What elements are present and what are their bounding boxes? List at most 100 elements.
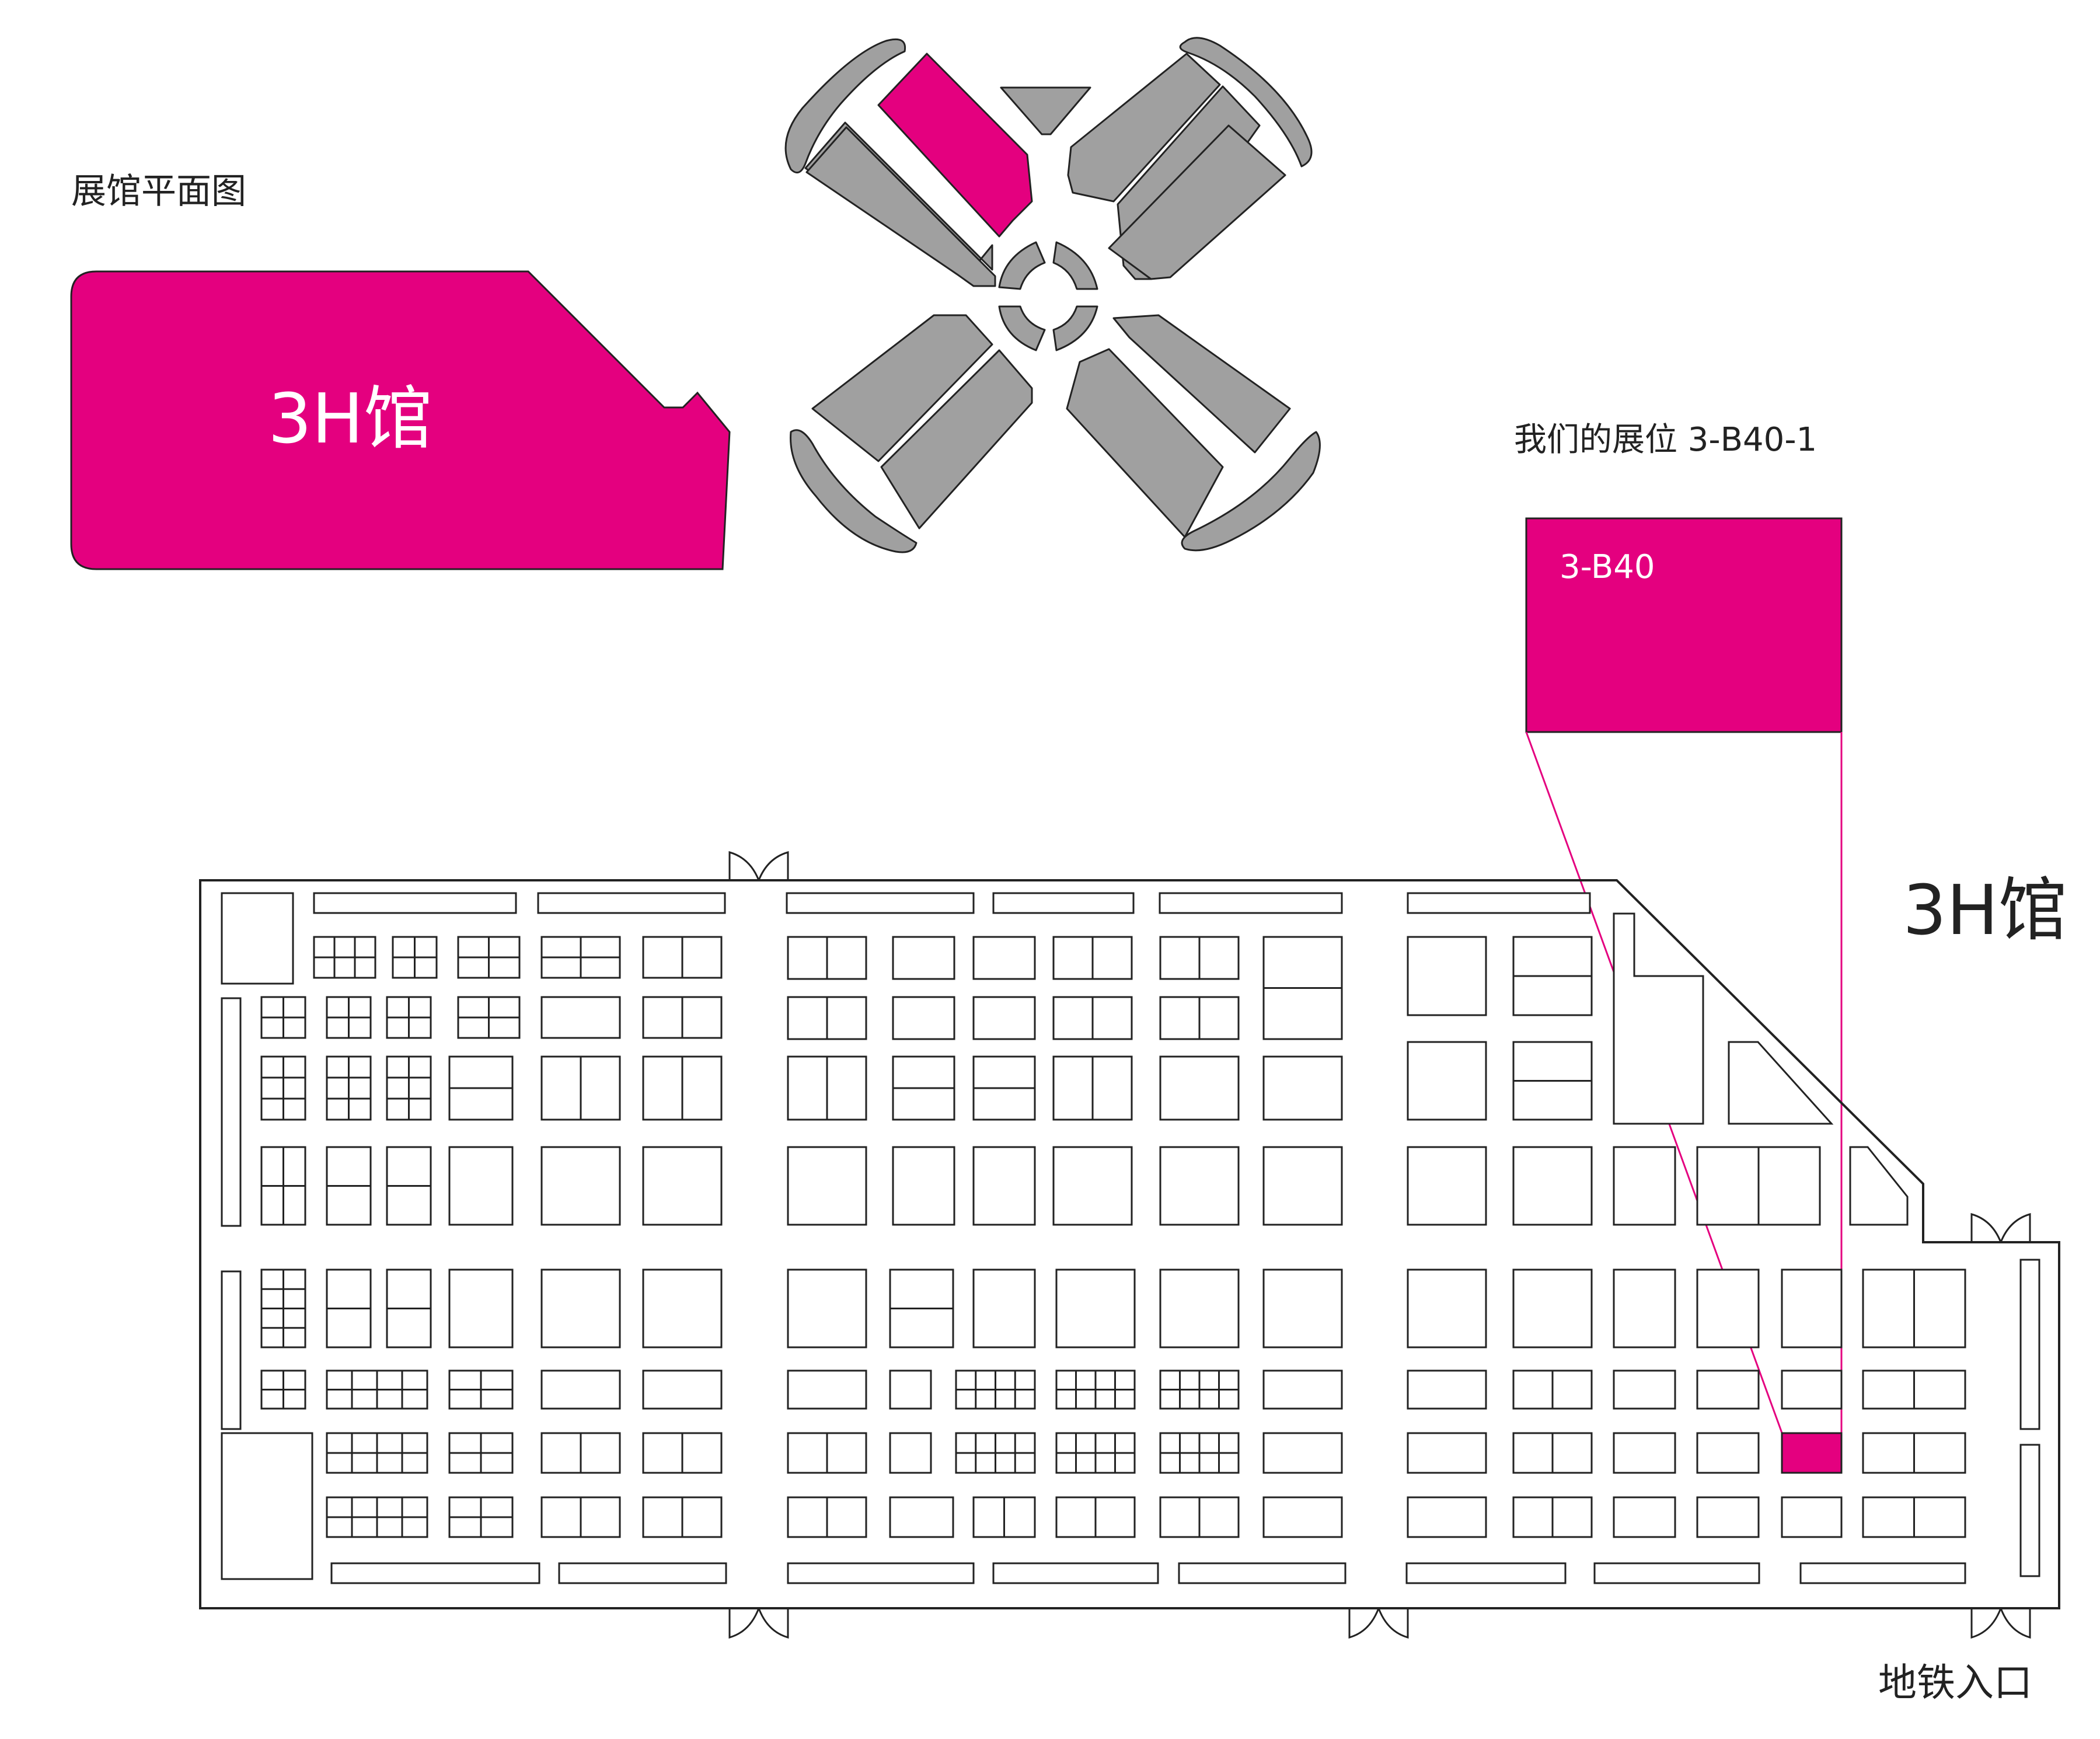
- booth[interactable]: [1512, 1268, 1593, 1348]
- booth[interactable]: [540, 1369, 621, 1410]
- booth-strip[interactable]: [1178, 1562, 1346, 1584]
- booth[interactable]: [1159, 1055, 1240, 1121]
- booth[interactable]: [1407, 1432, 1487, 1474]
- booth-strip[interactable]: [330, 1562, 540, 1584]
- booth[interactable]: [787, 1369, 867, 1410]
- booth[interactable]: [972, 1146, 1036, 1226]
- booth-triangle[interactable]: [1728, 1041, 1834, 1125]
- booth[interactable]: [1407, 1496, 1487, 1538]
- door-bottom-2[interactable]: [1348, 1608, 1409, 1639]
- booth-strip[interactable]: [787, 1562, 975, 1584]
- booth[interactable]: [1055, 1268, 1136, 1348]
- service-area[interactable]: [221, 892, 294, 985]
- hall-3h-label: 3H馆: [1903, 870, 2067, 950]
- booth[interactable]: [1613, 1268, 1676, 1348]
- booth-strip[interactable]: [537, 892, 726, 914]
- booth[interactable]: [448, 1146, 514, 1226]
- booth-3-b40-1[interactable]: [1781, 1432, 1843, 1474]
- booth[interactable]: [1407, 1268, 1487, 1348]
- booth[interactable]: [642, 1146, 723, 1226]
- booth[interactable]: [972, 936, 1036, 980]
- booth-strip[interactable]: [1593, 1562, 1760, 1584]
- booth[interactable]: [1512, 1146, 1593, 1226]
- booth[interactable]: [787, 1268, 867, 1348]
- hall-block[interactable]: [1067, 53, 1221, 203]
- booth-strip[interactable]: [1159, 892, 1343, 914]
- side-strip[interactable]: [221, 1270, 242, 1430]
- booth[interactable]: [1781, 1268, 1843, 1348]
- booth[interactable]: [642, 1369, 723, 1410]
- booth[interactable]: [1262, 1055, 1343, 1121]
- hall-3h-shape[interactable]: [70, 270, 731, 570]
- booth-triangle[interactable]: [1849, 1146, 1909, 1226]
- booth[interactable]: [540, 1146, 621, 1226]
- booth-strip[interactable]: [1799, 1562, 1966, 1584]
- hall-block[interactable]: [811, 314, 993, 462]
- booth[interactable]: [1781, 1496, 1843, 1538]
- booth-strip[interactable]: [558, 1562, 727, 1584]
- booth[interactable]: [1696, 1369, 1760, 1410]
- booth-grid: [221, 892, 2040, 1584]
- booth[interactable]: [1262, 1268, 1343, 1348]
- booth[interactable]: [1407, 1369, 1487, 1410]
- booth[interactable]: [1696, 1268, 1760, 1348]
- booth[interactable]: [972, 1268, 1036, 1348]
- side-strip[interactable]: [2019, 1444, 2040, 1577]
- hall-block[interactable]: [1066, 348, 1224, 538]
- side-strip[interactable]: [221, 997, 242, 1227]
- booth-strip[interactable]: [1405, 1562, 1567, 1584]
- booth[interactable]: [1613, 1432, 1676, 1474]
- service-area[interactable]: [221, 1432, 313, 1580]
- door-top[interactable]: [728, 851, 789, 881]
- booth[interactable]: [1407, 1146, 1487, 1226]
- booth[interactable]: [1781, 1369, 1843, 1410]
- hall-block-highlighted[interactable]: [877, 53, 1033, 238]
- booth[interactable]: [892, 1146, 955, 1226]
- hall-block[interactable]: [805, 126, 996, 287]
- hall-block[interactable]: [1108, 124, 1286, 280]
- booth[interactable]: [892, 936, 955, 980]
- booth[interactable]: [1407, 1041, 1487, 1121]
- subway-entrance-door[interactable]: [1970, 1608, 2031, 1639]
- booth[interactable]: [1613, 1146, 1676, 1226]
- hall-outer-shell: [1179, 37, 1313, 168]
- booth[interactable]: [1262, 1496, 1343, 1538]
- booth-caption: 我们的展位 3-B40-1: [1514, 421, 1817, 459]
- door-bottom-1[interactable]: [728, 1608, 789, 1639]
- booth[interactable]: [1159, 1146, 1240, 1226]
- booth[interactable]: [787, 1146, 867, 1226]
- booth[interactable]: [1407, 936, 1487, 1016]
- booth-strip[interactable]: [992, 1562, 1159, 1584]
- booth[interactable]: [642, 1268, 723, 1348]
- booth[interactable]: [1696, 1496, 1760, 1538]
- hub-segment: [998, 241, 1046, 290]
- booth[interactable]: [889, 1432, 932, 1474]
- side-strip[interactable]: [2019, 1259, 2040, 1430]
- booth[interactable]: [540, 1268, 621, 1348]
- hall-block[interactable]: [1112, 314, 1291, 454]
- booth-strip[interactable]: [313, 892, 517, 914]
- booth[interactable]: [889, 1496, 954, 1538]
- booth[interactable]: [892, 996, 955, 1040]
- booth-zone-callout[interactable]: [1525, 517, 1843, 733]
- booth[interactable]: [889, 1369, 932, 1410]
- booth[interactable]: [448, 1268, 514, 1348]
- door-right-top[interactable]: [1970, 1213, 2031, 1243]
- hub-segment: [1052, 241, 1098, 290]
- booth-strip[interactable]: [1407, 892, 1591, 914]
- booth[interactable]: [1262, 1146, 1343, 1226]
- booth[interactable]: [972, 996, 1036, 1040]
- booth[interactable]: [540, 996, 621, 1039]
- booth[interactable]: [1159, 1268, 1240, 1348]
- hall-block[interactable]: [1000, 86, 1091, 135]
- booth-strip[interactable]: [786, 892, 975, 914]
- booth[interactable]: [1262, 1369, 1343, 1410]
- booth-irregular[interactable]: [1613, 912, 1704, 1125]
- booth[interactable]: [1696, 1432, 1760, 1474]
- booth[interactable]: [1052, 1146, 1133, 1226]
- hall-block[interactable]: [880, 349, 1033, 529]
- booth[interactable]: [1613, 1496, 1676, 1538]
- booth[interactable]: [1262, 1432, 1343, 1474]
- booth[interactable]: [1613, 1369, 1676, 1410]
- booth-strip[interactable]: [992, 892, 1135, 914]
